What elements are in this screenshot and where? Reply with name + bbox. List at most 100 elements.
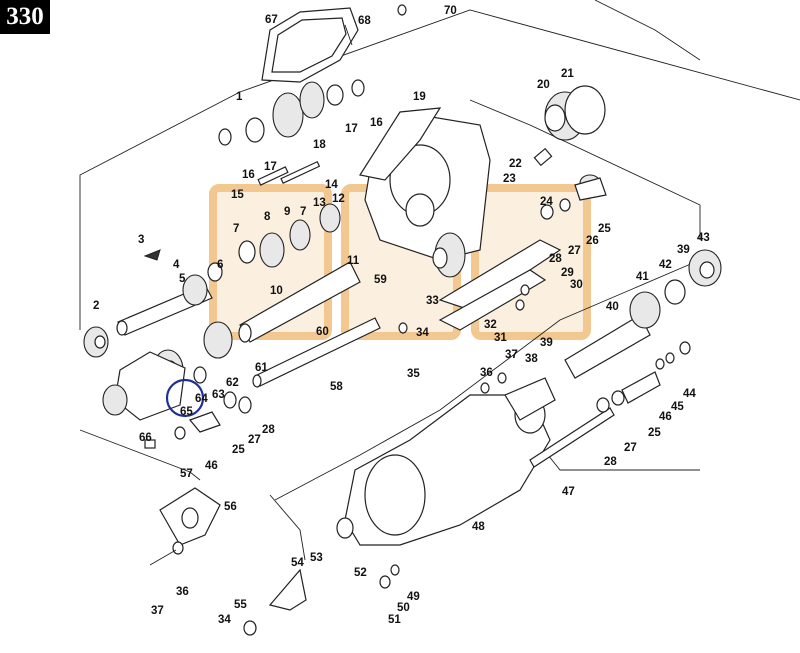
- callout-68: 68: [358, 15, 371, 27]
- callout-29: 29: [561, 267, 574, 279]
- lower-right-parts: [529, 341, 691, 468]
- callout-13: 13: [313, 197, 326, 209]
- callout-65: 65: [180, 406, 193, 418]
- callout-14: 14: [325, 179, 338, 191]
- output-shaft-40: [564, 249, 722, 379]
- callout-33: 33: [426, 295, 439, 307]
- callout-60: 60: [316, 326, 329, 338]
- callout-28: 28: [262, 424, 275, 436]
- callout-46: 46: [659, 411, 672, 423]
- callout-39: 39: [677, 244, 690, 256]
- callout-7: 7: [300, 206, 306, 218]
- callout-56: 56: [224, 501, 237, 513]
- callout-59: 59: [374, 274, 387, 286]
- callout-25: 25: [598, 223, 611, 235]
- callout-40: 40: [606, 301, 619, 313]
- shift-rail-30: [438, 239, 562, 331]
- extension-housing-48: [344, 377, 556, 546]
- callout-27: 27: [248, 434, 261, 446]
- callout-54: 54: [291, 557, 304, 569]
- callout-64: 64: [195, 393, 208, 405]
- callout-44: 44: [683, 388, 696, 400]
- callout-67: 67: [265, 14, 278, 26]
- callout-46: 46: [205, 460, 218, 472]
- callout-11: 11: [347, 255, 360, 267]
- right-upper-parts: [533, 147, 607, 220]
- callout-17: 17: [264, 161, 277, 173]
- callout-38: 38: [525, 353, 538, 365]
- callout-31: 31: [494, 332, 507, 344]
- callout-43: 43: [697, 232, 710, 244]
- callout-5: 5: [179, 273, 186, 285]
- callout-32: 32: [484, 319, 497, 331]
- callout-37: 37: [151, 605, 164, 617]
- callout-30: 30: [570, 279, 583, 291]
- callout-8: 8: [264, 211, 271, 223]
- callout-20: 20: [537, 79, 550, 91]
- callout-25: 25: [232, 444, 245, 456]
- callout-23: 23: [503, 173, 516, 185]
- callout-57: 57: [180, 468, 193, 480]
- callout-18: 18: [313, 139, 326, 151]
- callout-12: 12: [332, 193, 345, 205]
- cover-gasket-67: [261, 7, 359, 83]
- callout-52: 52: [354, 567, 367, 579]
- callout-4: 4: [173, 259, 180, 271]
- callout-41: 41: [636, 271, 649, 283]
- callout-49: 49: [407, 591, 420, 603]
- callout-24: 24: [540, 196, 553, 208]
- mainshaft-60: [238, 261, 361, 343]
- bearing-2: [83, 326, 109, 358]
- callout-28: 28: [604, 456, 617, 468]
- callout-53: 53: [310, 552, 323, 564]
- callout-61: 61: [255, 362, 268, 374]
- callout-42: 42: [659, 259, 672, 271]
- callout-50: 50: [397, 602, 410, 614]
- callout-17: 17: [345, 123, 358, 135]
- callout-7: 7: [233, 223, 239, 235]
- lower-left-parts: [144, 426, 400, 636]
- callout-22: 22: [509, 158, 522, 170]
- callout-58: 58: [330, 381, 343, 393]
- gear-9: [207, 203, 341, 282]
- callout-25: 25: [648, 427, 661, 439]
- callout-37: 37: [505, 349, 518, 361]
- callout-16: 16: [242, 169, 255, 181]
- callout-15: 15: [231, 189, 244, 201]
- transmission-housing-19: [359, 107, 491, 261]
- callout-27: 27: [624, 442, 637, 454]
- callout-35: 35: [407, 368, 420, 380]
- callout-34: 34: [218, 614, 231, 626]
- callout-26: 26: [586, 235, 599, 247]
- bearing-20: [544, 85, 606, 141]
- callout-70: 70: [444, 5, 457, 17]
- callout-47: 47: [562, 486, 575, 498]
- callout-55: 55: [234, 599, 247, 611]
- gear-33: [432, 232, 466, 278]
- callout-28: 28: [549, 253, 562, 265]
- callout-27: 27: [568, 245, 581, 257]
- callout-2: 2: [93, 300, 99, 312]
- callout-36: 36: [480, 367, 493, 379]
- callout-3: 3: [138, 234, 144, 246]
- callout-45: 45: [671, 401, 684, 413]
- callout-66: 66: [139, 432, 152, 444]
- callout-39: 39: [540, 337, 553, 349]
- selection-circle-65: [165, 378, 205, 418]
- countershaft-58: [252, 317, 381, 388]
- callout-16: 16: [370, 117, 383, 129]
- callout-10: 10: [270, 285, 283, 297]
- input-shaft-5: [116, 274, 213, 336]
- callout-6: 6: [217, 259, 223, 271]
- callout-63: 63: [212, 389, 225, 401]
- callout-36: 36: [176, 586, 189, 598]
- page-number-badge: 330: [0, 0, 50, 34]
- callout-21: 21: [561, 68, 574, 80]
- small-fasteners: [143, 4, 530, 394]
- callout-1: 1: [236, 91, 243, 103]
- callout-51: 51: [388, 614, 401, 626]
- cluster-gear-18: [218, 79, 365, 146]
- callout-48: 48: [472, 521, 485, 533]
